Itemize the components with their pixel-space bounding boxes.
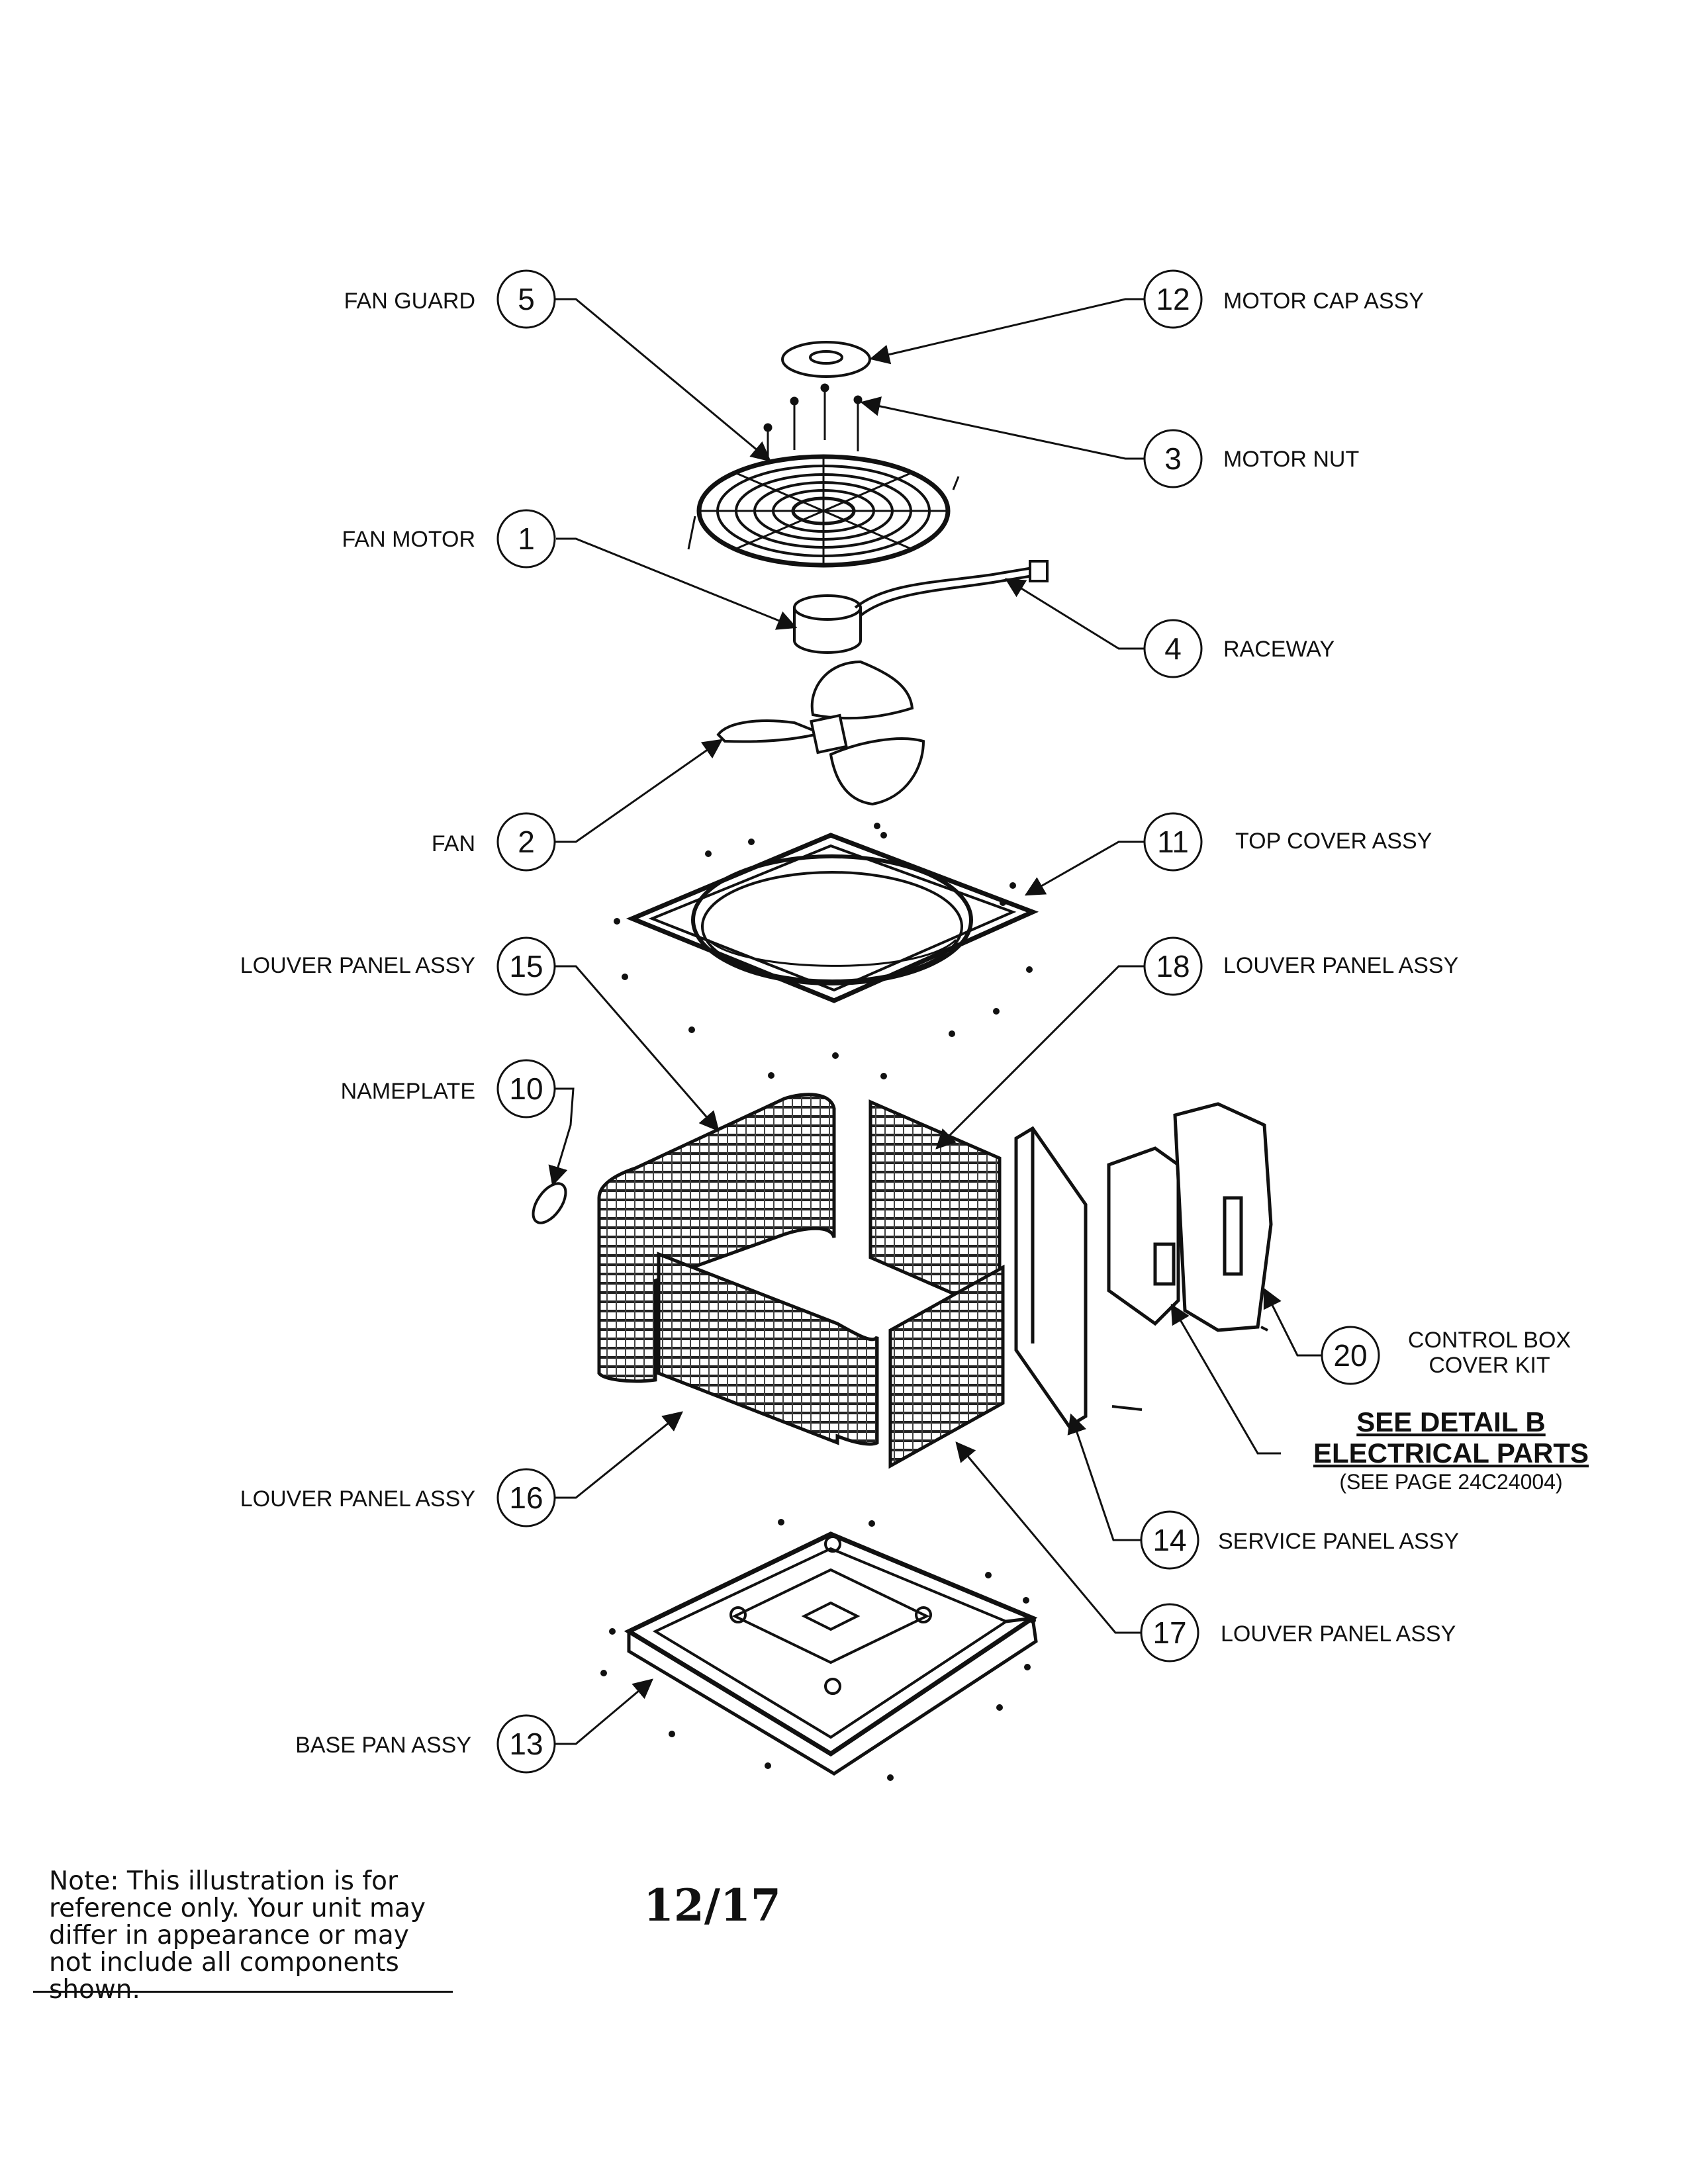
callout-12: 12 MOTOR CAP ASSY xyxy=(1143,269,1424,329)
callout-10: 10 NAMEPLATE xyxy=(341,1059,556,1118)
control-box-cover-part xyxy=(1173,1102,1273,1332)
leader-17 xyxy=(955,1441,1142,1634)
leader-15 xyxy=(555,965,720,1132)
disclaimer-note: Note: This illustration is for reference… xyxy=(49,1866,426,2005)
callout-label: SERVICE PANEL ASSY xyxy=(1218,1529,1459,1554)
svg-text:3: 3 xyxy=(1164,441,1182,476)
base-pan-screws xyxy=(600,1519,1036,1781)
leader-3 xyxy=(860,396,1145,460)
top-cover-part xyxy=(626,833,1039,1003)
svg-text:14: 14 xyxy=(1152,1523,1186,1557)
nameplate-part xyxy=(532,1182,567,1224)
leader-16 xyxy=(555,1411,683,1499)
detail-b-page-ref: (SEE PAGE 24C24004) xyxy=(1339,1470,1562,1494)
callout-18: 18 LOUVER PANEL ASSY xyxy=(1143,936,1458,996)
service-panel-part xyxy=(1014,1126,1088,1429)
svg-text:2: 2 xyxy=(518,825,535,859)
callout-16: 16 LOUVER PANEL ASSY xyxy=(240,1468,556,1527)
top-cover-screws xyxy=(614,823,1033,1079)
page-number: 12/17 xyxy=(643,1880,781,1931)
leader-18 xyxy=(935,965,1145,1150)
leader-4 xyxy=(1004,578,1145,650)
leader-20 xyxy=(1263,1287,1323,1357)
svg-text:18: 18 xyxy=(1156,949,1190,983)
louver-panel-17-part xyxy=(888,1264,1005,1469)
callout-14: 14 SERVICE PANEL ASSY xyxy=(1140,1510,1459,1570)
callout-1: 1 FAN MOTOR xyxy=(342,509,556,569)
svg-text:15: 15 xyxy=(509,949,543,983)
loose-screws xyxy=(1111,1326,1268,1411)
leader-13 xyxy=(555,1678,653,1745)
callout-20: 20 CONTROL BOX COVER KIT xyxy=(1321,1326,1571,1385)
svg-text:17: 17 xyxy=(1152,1615,1186,1650)
leader-11 xyxy=(1024,841,1145,896)
callout-13: 13 BASE PAN ASSY xyxy=(295,1714,556,1774)
callout-5: 5 FAN GUARD xyxy=(344,269,556,329)
svg-text:5: 5 xyxy=(518,282,535,316)
detail-b-title: SEE DETAIL B xyxy=(1356,1406,1546,1437)
svg-text:20: 20 xyxy=(1333,1338,1367,1373)
leader-10 xyxy=(548,1087,575,1187)
louver-panel-15-part xyxy=(597,1093,836,1383)
callout-4: 4 RACEWAY xyxy=(1143,619,1335,678)
fan-motor-part xyxy=(793,594,862,654)
louver-panel-16-part xyxy=(657,1251,879,1446)
callout-label: FAN MOTOR xyxy=(342,527,476,552)
leader-5 xyxy=(555,298,771,462)
callout-3: 3 MOTOR NUT xyxy=(1143,429,1359,488)
detail-b-reference: SEE DETAIL B ELECTRICAL PARTS (SEE PAGE … xyxy=(1313,1406,1589,1494)
callout-label-line2: COVER KIT xyxy=(1429,1353,1550,1378)
svg-text:12: 12 xyxy=(1156,282,1190,316)
callout-label: FAN GUARD xyxy=(344,289,475,314)
leader-12 xyxy=(869,298,1145,365)
callout-label-line1: CONTROL BOX xyxy=(1408,1328,1571,1353)
leader-2 xyxy=(555,739,724,843)
svg-text:1: 1 xyxy=(518,522,535,556)
motor-cap-part xyxy=(781,341,871,378)
callout-17: 17 LOUVER PANEL ASSY xyxy=(1140,1603,1456,1662)
base-pan-part xyxy=(624,1531,1038,1776)
leader-detail-b xyxy=(1170,1303,1281,1455)
leader-1 xyxy=(556,537,798,630)
callout-label: LOUVER PANEL ASSY xyxy=(1221,1621,1456,1647)
callout-label: BASE PAN ASSY xyxy=(295,1733,471,1758)
callout-label: TOP COVER ASSY xyxy=(1235,829,1432,854)
callout-label: NAMEPLATE xyxy=(341,1079,475,1104)
leader-14 xyxy=(1067,1413,1142,1541)
svg-text:10: 10 xyxy=(509,1071,543,1106)
svg-text:16: 16 xyxy=(509,1480,543,1515)
fan-blade-part xyxy=(716,660,925,806)
callout-label: LOUVER PANEL ASSY xyxy=(1223,953,1458,978)
motor-nut-parts xyxy=(763,383,863,463)
callout-label: MOTOR NUT xyxy=(1223,447,1359,472)
fan-guard-part xyxy=(687,454,960,568)
svg-text:11: 11 xyxy=(1157,825,1189,859)
svg-text:4: 4 xyxy=(1164,631,1182,666)
svg-text:13: 13 xyxy=(509,1727,543,1761)
raceway-part xyxy=(854,560,1049,617)
callout-2: 2 FAN xyxy=(432,812,556,872)
note-underline xyxy=(33,1991,453,1993)
callout-11: 11 TOP COVER ASSY xyxy=(1143,812,1432,872)
detail-b-subtitle: ELECTRICAL PARTS xyxy=(1313,1437,1589,1469)
leader-lines xyxy=(548,298,1323,1745)
callout-label: RACEWAY xyxy=(1223,637,1335,662)
callout-label: LOUVER PANEL ASSY xyxy=(240,1486,475,1512)
callout-label: MOTOR CAP ASSY xyxy=(1223,289,1424,314)
callout-label: LOUVER PANEL ASSY xyxy=(240,953,475,978)
control-box-part xyxy=(1107,1146,1180,1326)
callout-label: FAN xyxy=(432,831,475,856)
callout-15: 15 LOUVER PANEL ASSY xyxy=(240,936,556,996)
